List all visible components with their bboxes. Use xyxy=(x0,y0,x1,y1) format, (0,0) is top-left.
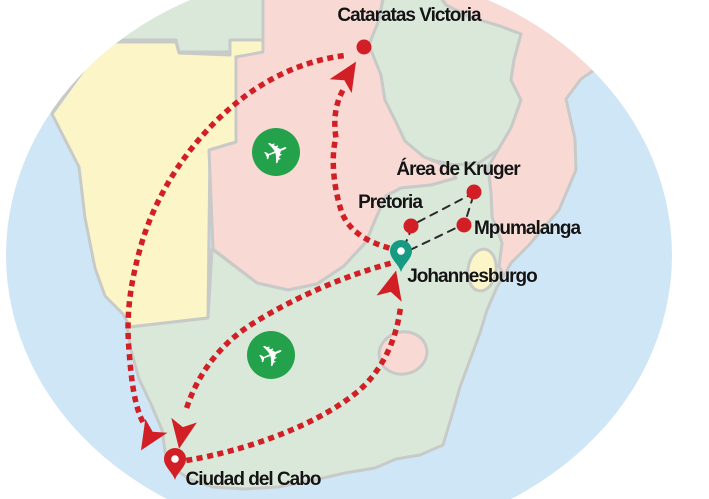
label-johannesburg: Johannesburgo xyxy=(407,266,538,287)
map-pin-icon xyxy=(390,240,412,272)
label-pretoria: Pretoria xyxy=(358,192,423,213)
pin-center-dot xyxy=(397,247,405,255)
arrow-to-capetown-east-icon xyxy=(171,417,197,449)
pretoria-dot-marker xyxy=(403,218,419,234)
label-victoria: Cataratas Victoria xyxy=(337,5,481,26)
plane-badge-circle xyxy=(247,331,295,379)
plane-badge-circle xyxy=(252,128,300,176)
arrow-to-johannesburg-icon xyxy=(376,270,402,302)
kruger-dot-marker xyxy=(466,184,482,200)
label-kruger: Área de Kruger xyxy=(396,159,520,180)
johannesburg-pin-marker xyxy=(390,240,412,272)
map-pin-icon xyxy=(164,448,186,480)
pin-center-dot xyxy=(171,455,179,463)
capetown-pin-marker xyxy=(164,448,186,480)
city-markers xyxy=(164,39,482,480)
label-capetown: Ciudad del Cabo xyxy=(185,469,322,490)
plane-badge-south: ✈ xyxy=(247,331,295,379)
route-arrows xyxy=(140,61,402,451)
excursion-line-mpumalanga-kruger xyxy=(466,199,473,217)
route-johannesburg-victoria xyxy=(330,86,401,254)
plane-badge-north: ✈ xyxy=(252,128,300,176)
arrow-to-capetown-west-icon xyxy=(140,418,168,451)
mpumalanga-dot-marker xyxy=(456,217,472,233)
label-mpumalanga: Mpumalanga xyxy=(473,218,581,239)
route-victoria-capetown xyxy=(125,52,345,428)
flight-route-lines xyxy=(125,52,404,464)
country-shapes xyxy=(18,0,636,491)
excursion-line-johannesburg-mpumalanga xyxy=(409,227,457,251)
map-canvas: ✈ ✈ xyxy=(18,0,636,491)
excursion-line-pretoria-kruger xyxy=(417,195,469,223)
globe-map-area: ✈ ✈ xyxy=(6,0,672,499)
arrow-to-victoria-icon xyxy=(329,61,357,94)
country-shape-eswatini xyxy=(466,247,498,293)
victoria-dot-marker xyxy=(356,39,372,55)
route-johannesburg-capetown xyxy=(182,260,392,414)
